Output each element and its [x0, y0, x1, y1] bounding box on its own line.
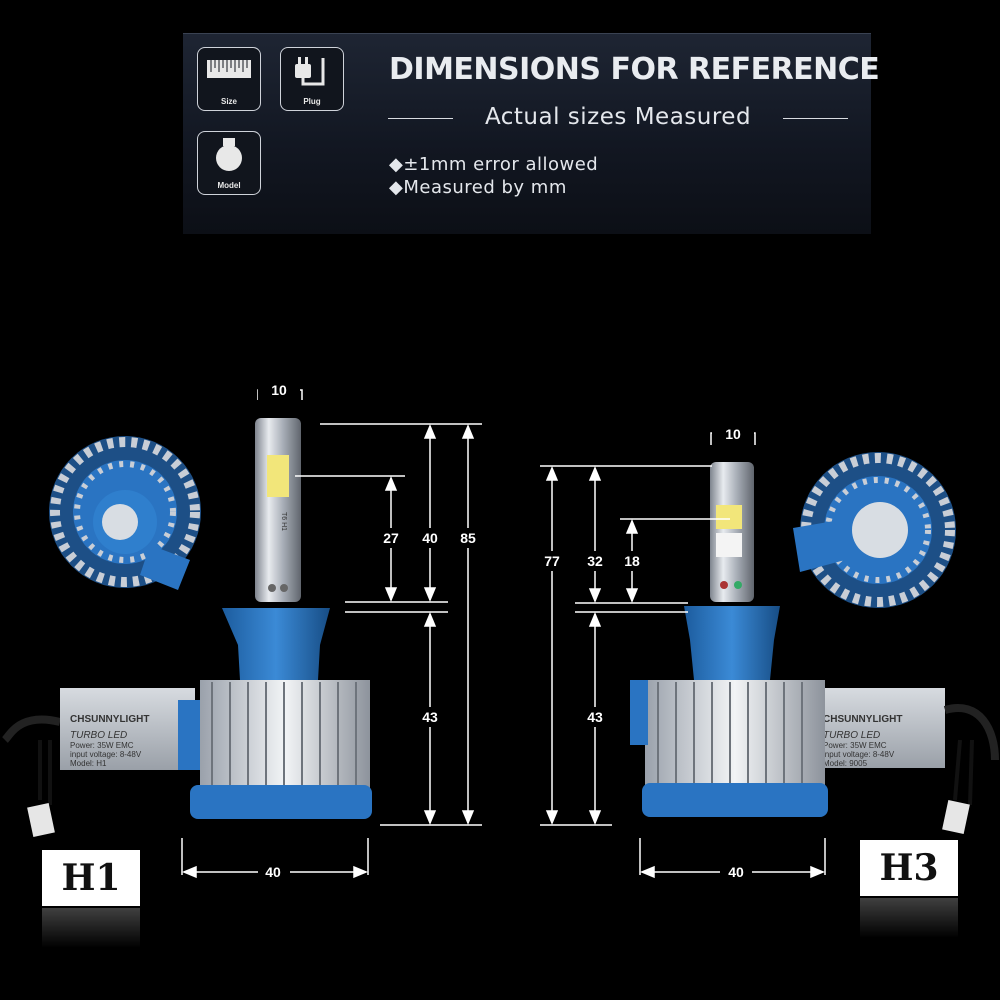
h1-driver-box: CHSUNNYLIGHT TURBO LED Power: 35W EMC in…: [1, 688, 195, 837]
h3-driver-line2: Power: 35W EMC: [823, 741, 887, 750]
h1-top-view: [49, 436, 201, 590]
h3-bulb: [630, 462, 828, 817]
bullet-tolerance: ◆±1mm error allowed: [389, 154, 598, 175]
size-icon-label: Size: [220, 97, 237, 106]
h1-chip-label: T6 H1: [280, 512, 287, 531]
h3-dim-base-width: 40: [728, 864, 744, 880]
h1-driver-line3: input voltage: 8-48V: [70, 750, 142, 759]
h3-driver-line1: TURBO LED: [823, 730, 880, 741]
h1-dim-85: 85: [460, 530, 476, 546]
h1-driver-line1: TURBO LED: [70, 730, 127, 741]
subtitle-row: Actual sizes Measured: [388, 104, 848, 134]
plug-icon: [295, 57, 325, 86]
header-panel: Size Plug Model DIMENSIONS FOR REFERENCE…: [183, 33, 880, 234]
h3-dim-top-width: 10: [725, 426, 741, 442]
h3-top-view: [793, 452, 956, 608]
h3-dim-43: 43: [587, 709, 603, 725]
h3-driver-line3: input voltage: 8-48V: [823, 750, 895, 759]
h1-dim-43: 43: [422, 709, 438, 725]
h3-dim-18: 18: [624, 553, 640, 569]
diamond-icon: ◆: [389, 154, 404, 175]
h3-tag-reflection: [860, 898, 958, 938]
ruler-icon: [207, 60, 251, 78]
h1-driver-line2: Power: 35W EMC: [70, 741, 134, 750]
h1-dim-40: 40: [422, 530, 438, 546]
h3-dimension-lines: [540, 432, 826, 879]
h1-driver-line4: Model: H1: [70, 759, 107, 768]
h1-tag: H1: [42, 850, 140, 906]
h1-dim-27: 27: [383, 530, 399, 546]
h3-dim-77: 77: [544, 553, 560, 569]
model-icon-label: Model: [217, 181, 241, 190]
subtitle: Actual sizes Measured: [484, 104, 752, 130]
bullet-text: ±1mm error allowed: [403, 154, 599, 175]
plug-icon-box: Plug: [280, 47, 344, 111]
plug-icon-label: Plug: [303, 97, 321, 106]
model-icon-box: Model: [197, 131, 261, 195]
bullet-unit: ◆Measured by mm: [389, 177, 567, 198]
size-icon-box: Size: [197, 47, 261, 111]
h3-driver-box: CHSUNNYLIGHT TURBO LED Power: 35W EMC in…: [815, 688, 999, 834]
diamond-icon: ◆: [389, 177, 404, 198]
h3-driver-line4: Model: 9005: [823, 759, 868, 768]
h1-driver-brand: CHSUNNYLIGHT: [70, 714, 149, 725]
h3-dim-32: 32: [587, 553, 603, 569]
subtitle-rule-left: [388, 118, 453, 119]
h1-dim-top-width: 10: [271, 382, 287, 398]
h1-dim-base-width: 40: [265, 864, 281, 880]
h1-bulb: T6 H1: [178, 418, 372, 819]
h3-tag: H3: [860, 840, 958, 896]
h1-tag-reflection: [42, 908, 140, 948]
page-title: DIMENSIONS FOR REFERENCE: [389, 52, 880, 87]
bullet-text: Measured by mm: [403, 177, 567, 198]
subtitle-rule-right: [783, 118, 848, 119]
bulb-base-icon: [216, 138, 242, 171]
h3-driver-brand: CHSUNNYLIGHT: [823, 714, 902, 725]
